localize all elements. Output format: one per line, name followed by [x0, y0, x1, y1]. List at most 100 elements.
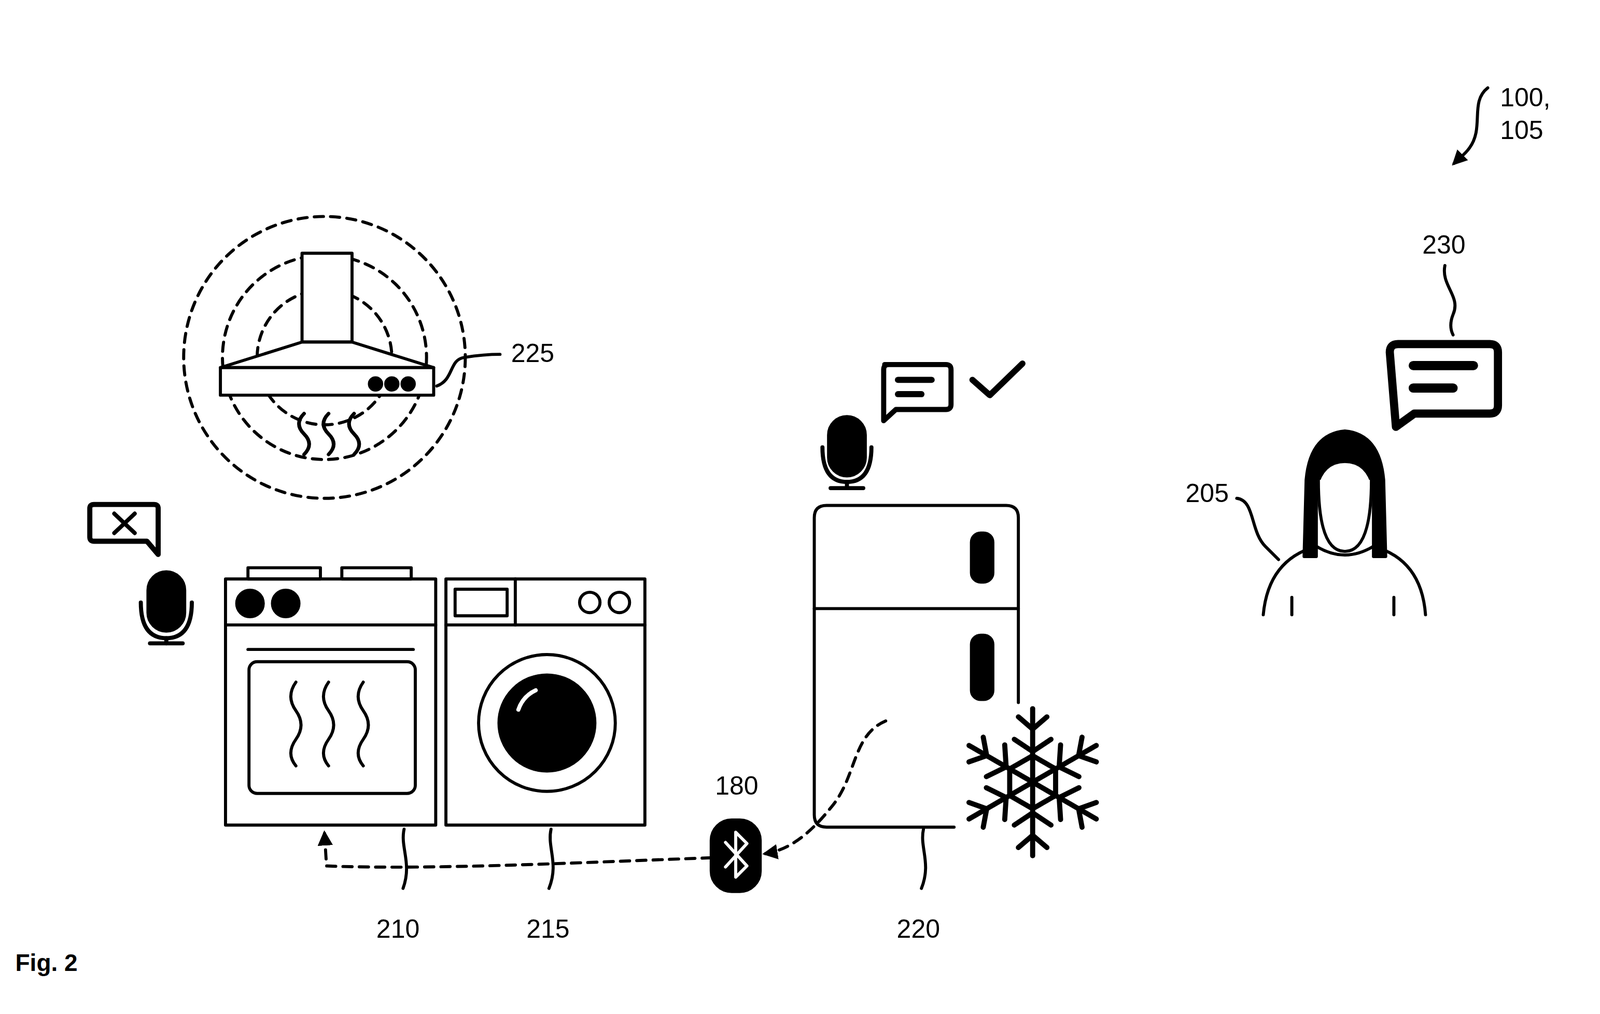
callout-number: 215 [526, 912, 570, 946]
microphone-icon [830, 485, 864, 490]
range-hood [323, 413, 334, 455]
refrigerator [971, 635, 993, 700]
dashed-link [765, 720, 886, 854]
accepted-speech-bubble [972, 363, 1023, 396]
bluetooth-icon [725, 832, 747, 878]
leader-line [1444, 265, 1456, 335]
oven [236, 590, 264, 617]
snowflake-symbol [1014, 708, 1051, 782]
snowflake-symbol [1018, 716, 1033, 729]
speech-bubble [1413, 383, 1454, 393]
oven [247, 567, 321, 580]
snowflake-symbol [1014, 781, 1051, 856]
bluetooth-icon [711, 819, 761, 892]
rejected-speech-bubble [114, 513, 135, 533]
speech-bubble [1413, 360, 1474, 371]
leader-line [549, 829, 554, 889]
range-hood [220, 367, 434, 396]
refrigerator [814, 505, 1019, 827]
reference-numeral: 100, 105 [1499, 81, 1563, 147]
microphone-icon [822, 446, 872, 482]
dashed-link [324, 833, 712, 867]
callout-number: 210 [376, 912, 420, 946]
snowflake-symbol [959, 729, 1042, 798]
oven [225, 567, 436, 825]
user-figure [1392, 597, 1396, 615]
rejected-speech-bubble [89, 504, 159, 555]
microphone-icon [149, 640, 183, 645]
snowflake-symbol [959, 765, 1042, 835]
washing-machine [445, 623, 645, 627]
callout-number: 205 [1185, 476, 1229, 510]
microphone-icon [147, 571, 185, 631]
range-hood [348, 413, 360, 455]
washing-machine [498, 674, 595, 771]
leader-line [436, 354, 500, 386]
user-figure [1290, 597, 1294, 615]
leader-line [1236, 498, 1279, 560]
speech-bubble [1390, 343, 1499, 427]
callout-number: 230 [1422, 228, 1466, 262]
range-hood [401, 377, 415, 390]
washing-machine [513, 578, 517, 625]
washing-machine [445, 578, 645, 825]
washing-machine [455, 588, 508, 616]
accepted-speech-bubble [897, 390, 922, 398]
oven [225, 623, 436, 627]
user-figure [1263, 545, 1426, 615]
rejected-speech-bubble [89, 504, 159, 555]
callout-number: 225 [511, 337, 555, 370]
callout-number: 220 [896, 912, 940, 946]
refrigerator [814, 505, 1019, 827]
user-figure [1263, 430, 1426, 615]
oven [272, 590, 299, 617]
oven [247, 647, 414, 651]
range-hood [302, 253, 353, 342]
oven [225, 578, 436, 825]
washing-machine [609, 592, 630, 613]
accepted-speech-bubble [883, 363, 1023, 421]
oven [290, 681, 302, 766]
range-hood [220, 342, 434, 368]
refrigerator [814, 606, 1019, 610]
washing-machine [518, 690, 536, 710]
microphone-icon [141, 571, 192, 644]
oven [358, 681, 369, 766]
oven [341, 567, 412, 580]
user-figure [1303, 430, 1386, 557]
snowflake-symbol [1023, 729, 1106, 798]
oven [248, 661, 416, 794]
snowflake-symbol [1014, 738, 1033, 752]
snowflake-symbol [1032, 738, 1051, 752]
refrigerator [971, 532, 993, 583]
user-figure [1318, 479, 1372, 552]
microphone-icon [822, 416, 872, 488]
leader-line [921, 829, 926, 889]
figure-caption: Fig. 2 [15, 948, 78, 977]
washing-machine [579, 592, 600, 613]
accepted-speech-bubble [883, 364, 951, 421]
microphone-icon [141, 602, 192, 639]
rejected-speech-bubble [114, 513, 135, 533]
range-hood [385, 377, 399, 390]
range-hood [183, 216, 466, 498]
microphone-icon [828, 416, 866, 476]
range-hood [299, 413, 310, 455]
washing-machine [478, 654, 616, 792]
snowflake-symbol [1023, 765, 1106, 835]
accepted-speech-bubble [897, 376, 932, 383]
leader-line [402, 829, 407, 889]
oven [323, 681, 334, 766]
snowflake-symbol [1032, 716, 1048, 729]
range-hood [183, 216, 466, 498]
snowflake-symbol [959, 708, 1106, 856]
snowflake-symbol [1030, 708, 1036, 782]
reference-arrow [1454, 87, 1489, 164]
washing-machine [445, 578, 645, 825]
speech-bubble [1390, 343, 1499, 427]
snowflake-symbol [1009, 755, 1056, 809]
callout-number: 180 [714, 769, 759, 803]
